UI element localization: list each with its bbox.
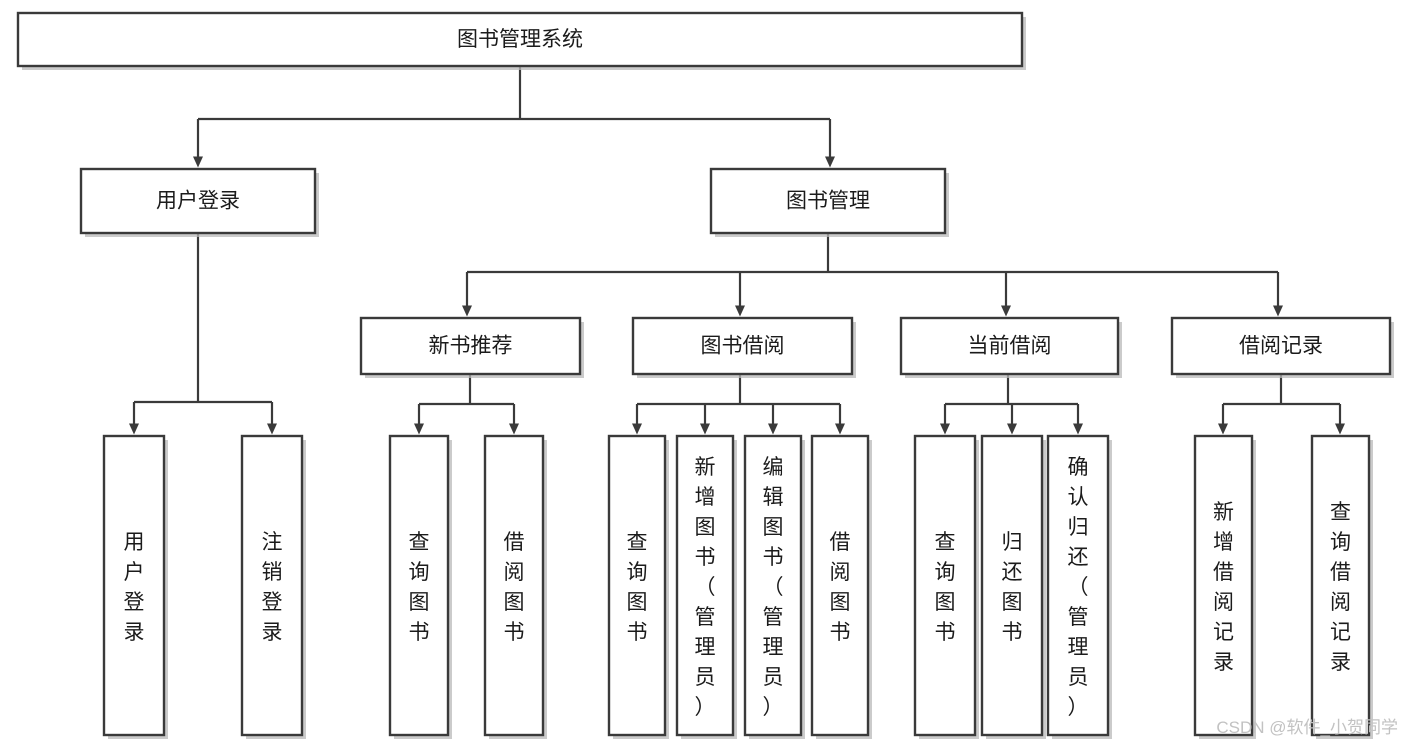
node-rect[interactable] [1310,434,1371,737]
node-rect[interactable] [913,434,977,737]
node-leaf-logout[interactable]: 注销登录 [240,434,306,739]
node-leaf-edit-book[interactable]: 编辑图书（管理员） [743,434,805,739]
node-root[interactable]: 图书管理系统 [16,11,1026,70]
node-leaf-add-book[interactable]: 新增图书（管理员） [675,434,737,739]
node-rect[interactable] [1170,316,1392,376]
node-label: 当前借阅 [968,335,1052,358]
node-leaf-query-book-recommend[interactable]: 查询图书 [388,434,452,739]
node-rect[interactable] [240,434,304,737]
node-book-borrow[interactable]: 图书借阅 [631,316,856,378]
node-rect[interactable] [359,316,582,376]
node-rect[interactable] [675,434,735,737]
node-rect[interactable] [607,434,667,737]
node-label: 借阅图书 [830,531,851,644]
node-label: 图书管理系统 [457,28,583,51]
node-label: 编辑图书（管理员） [763,456,784,719]
node-leaf-query-borrow-record[interactable]: 查询借阅记录 [1310,434,1373,739]
node-label: 查询图书 [409,531,430,644]
node-new-book-recommend[interactable]: 新书推荐 [359,316,584,378]
node-user-login[interactable]: 用户登录 [79,167,319,237]
node-rect[interactable] [483,434,545,737]
connector-layer [129,66,1345,435]
node-rect[interactable] [899,316,1120,376]
node-leaf-return-book[interactable]: 归还图书 [980,434,1046,739]
node-leaf-add-borrow-record[interactable]: 新增借阅记录 [1193,434,1256,739]
node-label: 用户登录 [156,190,240,213]
node-leaf-user-login[interactable]: 用户登录 [102,434,168,739]
node-borrow-records[interactable]: 借阅记录 [1170,316,1394,378]
node-rect[interactable] [16,11,1024,68]
node-label: 注销登录 [262,531,283,644]
node-rect[interactable] [79,167,317,235]
node-leaf-confirm-return[interactable]: 确认归还（管理员） [1046,434,1112,739]
node-leaf-borrow-book[interactable]: 借阅图书 [810,434,872,739]
node-label: 新增图书（管理员） [695,456,716,719]
node-label: 新书推荐 [429,335,513,358]
node-label: 借阅图书 [504,531,525,644]
node-label: 借阅记录 [1239,335,1323,358]
node-rect[interactable] [980,434,1044,737]
node-label: 查询借阅记录 [1330,501,1351,674]
node-rect[interactable] [1193,434,1254,737]
node-label: 图书借阅 [701,335,785,358]
node-label: 查询图书 [935,531,956,644]
node-rect[interactable] [810,434,870,737]
node-rect[interactable] [631,316,854,376]
node-leaf-query-book-current[interactable]: 查询图书 [913,434,979,739]
node-rect[interactable] [709,167,947,235]
node-rect[interactable] [388,434,450,737]
node-label: 图书管理 [786,190,870,213]
node-current-borrow[interactable]: 当前借阅 [899,316,1122,378]
node-label: 确认归还（管理员） [1068,456,1089,719]
node-label: 归还图书 [1002,531,1023,644]
csdn-watermark: CSDN @软件_小贺同学 [1216,718,1398,737]
node-book-management[interactable]: 图书管理 [709,167,949,237]
node-rect[interactable] [102,434,166,737]
node-label: 用户登录 [124,531,145,644]
node-label: 查询图书 [627,531,648,644]
node-leaf-query-book-borrow[interactable]: 查询图书 [607,434,669,739]
node-rect[interactable] [1046,434,1110,737]
node-leaf-borrow-book-recommend[interactable]: 借阅图书 [483,434,547,739]
node-layer: 图书管理系统用户登录图书管理新书推荐图书借阅当前借阅借阅记录用户登录注销登录查询… [16,11,1394,739]
node-rect[interactable] [743,434,803,737]
node-label: 新增借阅记录 [1213,501,1234,674]
